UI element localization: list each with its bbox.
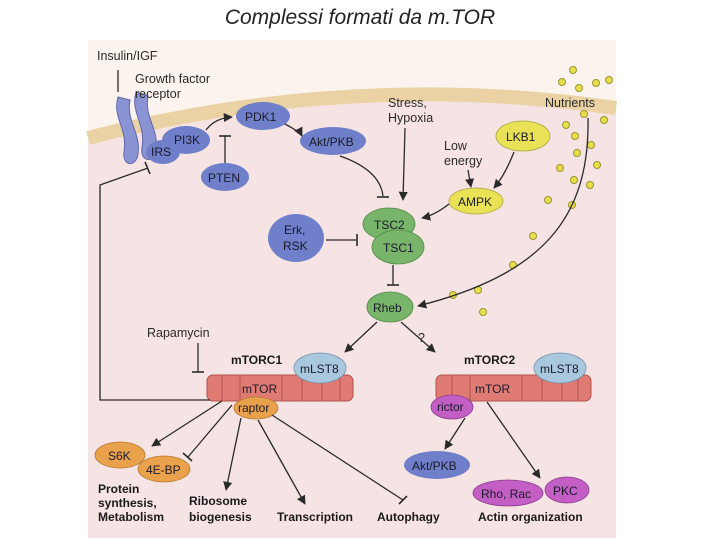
- nutrients-label: Nutrients: [545, 96, 595, 110]
- lkb1-label: LKB1: [506, 130, 536, 144]
- diagram-title: Complessi formati da m.TOR: [224, 6, 496, 29]
- metabolism-label: Metabolism: [98, 510, 164, 524]
- rictor-label: rictor: [437, 400, 464, 414]
- rho-rac-node: [472, 479, 544, 507]
- pi3k-label: PI3K: [174, 133, 200, 147]
- low-label: Low: [444, 139, 468, 153]
- rictor-node: [430, 394, 474, 420]
- lkb1-node: [495, 120, 551, 152]
- erk-label: Erk,: [284, 223, 305, 237]
- stress-label: Stress,: [388, 96, 427, 110]
- akt-bottom-node: [404, 451, 470, 479]
- question-mark-label: ?: [418, 331, 425, 345]
- rapamycin-label: Rapamycin: [147, 326, 210, 340]
- raptor-label: raptor: [238, 401, 269, 415]
- raptor-node: [233, 396, 279, 420]
- nutrient-particles: [449, 66, 613, 316]
- insulin-igf-label: Insulin/IGF: [97, 49, 158, 63]
- akt-top-node: [300, 127, 366, 155]
- ampk-node: [448, 187, 504, 215]
- biogenesis-label: biogenesis: [189, 510, 252, 524]
- mtor2-label: mTOR: [475, 382, 510, 396]
- cell-membrane-region: [88, 40, 616, 138]
- transcription-label: Transcription: [277, 510, 353, 524]
- synthesis-label: synthesis,: [98, 496, 157, 510]
- hypoxia-label: Hypoxia: [388, 111, 433, 125]
- 4ebp-label: 4E-BP: [146, 463, 181, 477]
- tsc1-node: [371, 229, 425, 265]
- ampk-label: AMPK: [458, 195, 492, 209]
- rsk-label: RSK: [283, 239, 308, 253]
- cell-membrane: [86, 87, 617, 145]
- mtorc2-label: mTORC2: [464, 353, 515, 367]
- protein-label: Protein: [98, 482, 139, 496]
- actin-organization-label: Actin organization: [478, 510, 583, 524]
- pkc-node: [544, 476, 590, 504]
- mtorc1-label: mTORC1: [231, 353, 282, 367]
- rheb-node: [366, 291, 414, 323]
- mlst8-2-label: mLST8: [540, 362, 579, 376]
- receptor-label: receptor: [135, 87, 181, 101]
- autophagy-label: Autophagy: [377, 510, 440, 524]
- erk-rsk-node: [268, 214, 324, 262]
- akt-top-label: Akt/PKB: [309, 135, 354, 149]
- mlst8-1-label: mLST8: [300, 362, 339, 376]
- pdk1-label: PDK1: [245, 110, 277, 124]
- akt-bottom-label: Akt/PKB: [412, 459, 457, 473]
- pten-label: PTEN: [208, 171, 240, 185]
- pdk1-node: [236, 102, 290, 130]
- irs-node: [146, 140, 180, 164]
- rho-rac-label: Rho, Rac: [481, 487, 531, 501]
- pten-node: [201, 163, 249, 191]
- growth-factor-receptor: [116, 91, 157, 164]
- mlst8-2-node: [533, 352, 587, 384]
- irs-label: IRS: [151, 145, 171, 159]
- tsc2-label: TSC2: [374, 218, 405, 232]
- growth-factor-label: Growth factor: [135, 72, 210, 86]
- 4ebp-node: [137, 455, 191, 483]
- s6k-label: S6K: [108, 449, 131, 463]
- mtor1-label: mTOR: [242, 382, 277, 396]
- s6k-node: [94, 441, 146, 469]
- energy-label: energy: [444, 154, 483, 168]
- rheb-label: Rheb: [373, 301, 402, 315]
- ribosome-label: Ribosome: [189, 494, 247, 508]
- mlst8-1-node: [293, 352, 347, 384]
- tsc1-label: TSC1: [383, 241, 414, 255]
- pkc-label: PKC: [553, 484, 578, 498]
